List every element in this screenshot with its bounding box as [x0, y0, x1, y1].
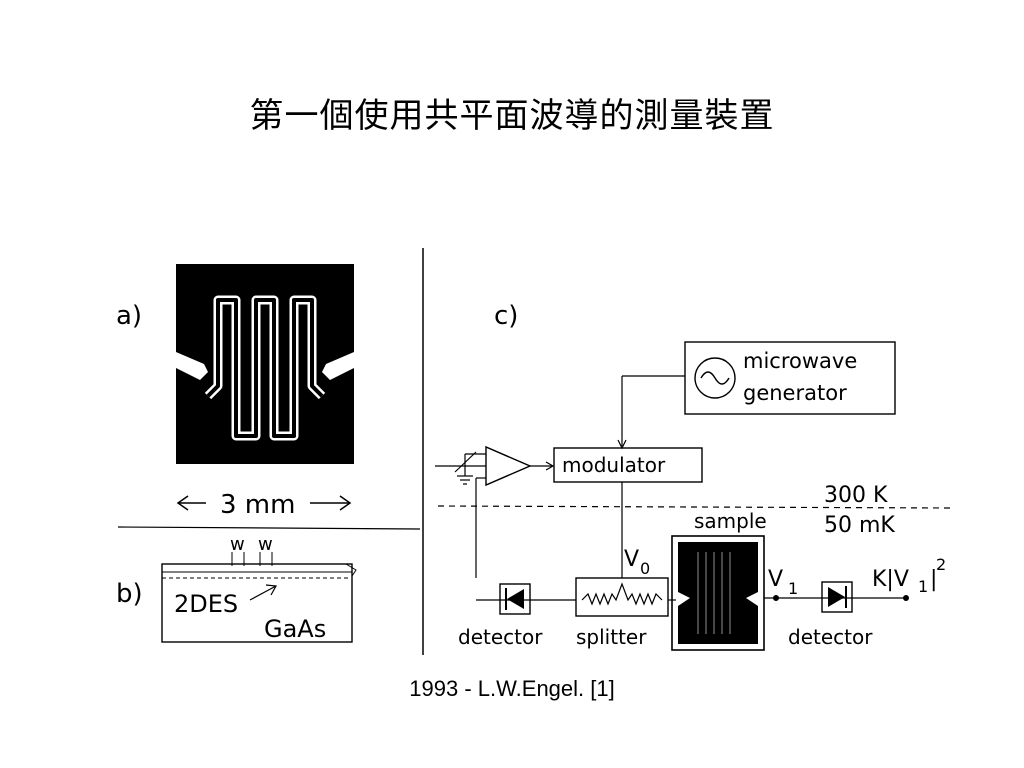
svg-text:1: 1 — [918, 577, 928, 596]
detector-left-diode — [499, 583, 531, 615]
svg-text:V: V — [624, 547, 639, 572]
svg-text:K|V: K|V — [872, 567, 909, 592]
horizontal-divider — [117, 526, 421, 530]
temp-cold-label: 50 mK — [824, 513, 895, 538]
w-label-2: w — [258, 534, 273, 555]
detector-right-label: detector — [788, 625, 873, 649]
panel-a-label: a) — [116, 301, 142, 331]
svg-text:V: V — [768, 567, 783, 592]
svg-text:microwave: microwave — [743, 349, 857, 373]
amplifier — [435, 445, 555, 578]
panel-b-label: b) — [116, 579, 143, 609]
layer-2des-label: 2DES — [174, 590, 238, 618]
svg-text:|: | — [930, 567, 937, 592]
experiment-figure: a) 3 mm b) w w 2DES GaAs c) micr — [116, 248, 951, 655]
microwave-generator: microwave generator — [684, 341, 896, 415]
svg-text:modulator: modulator — [562, 453, 666, 477]
meander-chip — [176, 264, 354, 464]
scale-label: 3 mm — [220, 490, 295, 520]
sample-chip — [671, 535, 765, 651]
sample-label: sample — [694, 509, 767, 533]
modulator-box: modulator — [553, 447, 703, 483]
svg-text:2: 2 — [936, 555, 946, 574]
svg-text:0: 0 — [640, 559, 650, 578]
slide-title: 第一個使用共平面波導的測量裝置 — [249, 96, 775, 136]
heterostructure-diagram: w w 2DES GaAs — [161, 534, 357, 643]
svg-text:1: 1 — [788, 579, 798, 598]
detector-right-diode — [821, 581, 853, 613]
w-label-1: w — [230, 534, 245, 555]
detector-left-label: detector — [458, 625, 543, 649]
scale-bar: 3 mm — [176, 490, 352, 520]
splitter — [575, 577, 676, 617]
splitter-label: splitter — [576, 625, 647, 649]
panel-c-label: c) — [494, 301, 518, 331]
temp-room-label: 300 K — [824, 483, 888, 508]
svg-text:generator: generator — [743, 381, 847, 405]
substrate-label: GaAs — [264, 615, 326, 643]
temperature-boundary — [437, 505, 951, 509]
figure-caption: 1993 - L.W.Engel. [1] — [409, 676, 615, 701]
